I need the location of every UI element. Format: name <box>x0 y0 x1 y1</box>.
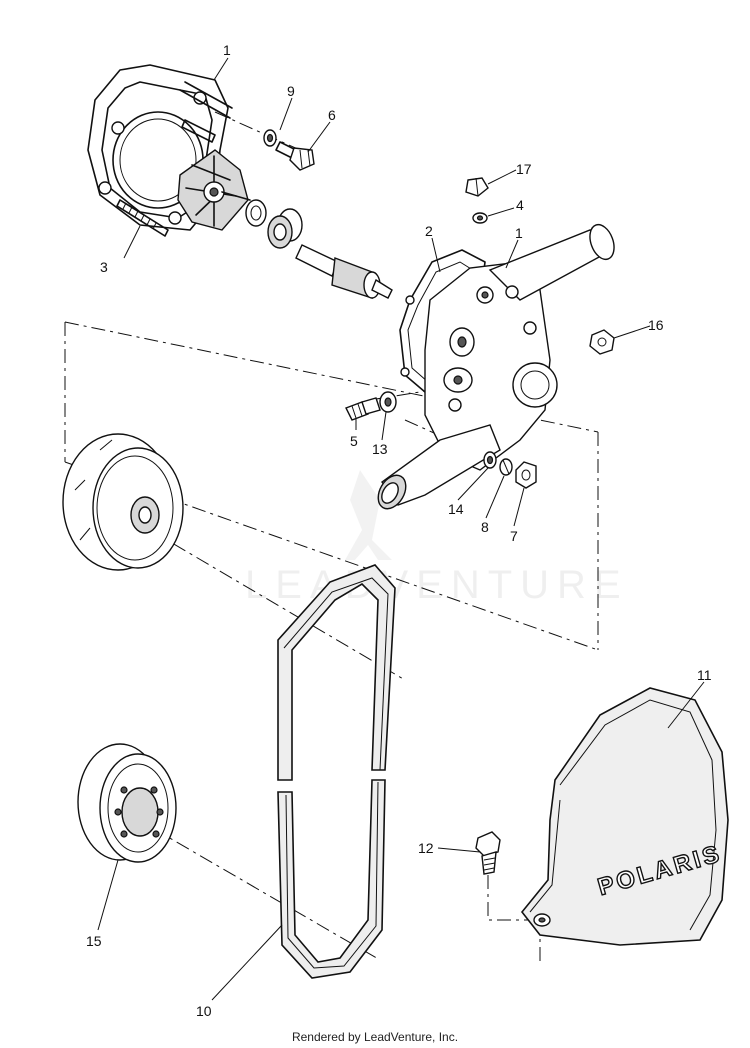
pump-housing <box>377 223 615 510</box>
bolt-6 <box>275 141 315 171</box>
pump-shaft <box>295 244 393 299</box>
seal-ring <box>245 199 267 227</box>
washer-14 <box>483 451 497 469</box>
callout-9: 9 <box>287 83 295 99</box>
callout-1-housing: 1 <box>515 225 523 241</box>
bearing <box>267 208 303 249</box>
callout-17: 17 <box>516 161 532 177</box>
drive-belt <box>277 564 396 979</box>
callout-3: 3 <box>100 259 108 275</box>
nut-16 <box>589 329 615 355</box>
washer-13 <box>379 391 397 413</box>
callout-15: 15 <box>86 933 102 949</box>
driven-pulley <box>62 433 184 571</box>
washer-9 <box>263 129 277 147</box>
callouts: 1 9 6 17 4 3 2 1 16 5 13 14 8 7 11 12 15… <box>86 42 712 1019</box>
callout-6: 6 <box>328 107 336 123</box>
callout-14: 14 <box>448 501 464 517</box>
nut-7 <box>515 461 537 489</box>
watermark: LEADVENTURE <box>245 470 629 607</box>
bolt-12 <box>475 831 501 875</box>
footer-credit: Rendered by LeadVenture, Inc. <box>291 1030 459 1044</box>
bolt-17 <box>465 177 489 197</box>
fitting-5 <box>345 397 381 421</box>
watermark-text: LEADVENTURE <box>245 563 629 607</box>
callout-4: 4 <box>516 197 524 213</box>
callout-10: 10 <box>196 1003 212 1019</box>
washer-4 <box>472 212 488 224</box>
lockwasher-8 <box>499 458 513 476</box>
impeller <box>177 149 251 231</box>
callout-13: 13 <box>372 441 388 457</box>
leader-lines <box>97 57 705 1001</box>
callout-1-cover: 1 <box>223 42 231 58</box>
callout-7: 7 <box>510 528 518 544</box>
drive-pulley <box>77 743 177 863</box>
stud <box>116 119 216 237</box>
callout-8: 8 <box>481 519 489 535</box>
belt-cover: POLARIS <box>520 687 729 946</box>
callout-2: 2 <box>425 223 433 239</box>
callout-5: 5 <box>350 433 358 449</box>
callout-12: 12 <box>418 840 434 856</box>
callout-11: 11 <box>697 667 712 683</box>
callout-16: 16 <box>648 317 664 333</box>
